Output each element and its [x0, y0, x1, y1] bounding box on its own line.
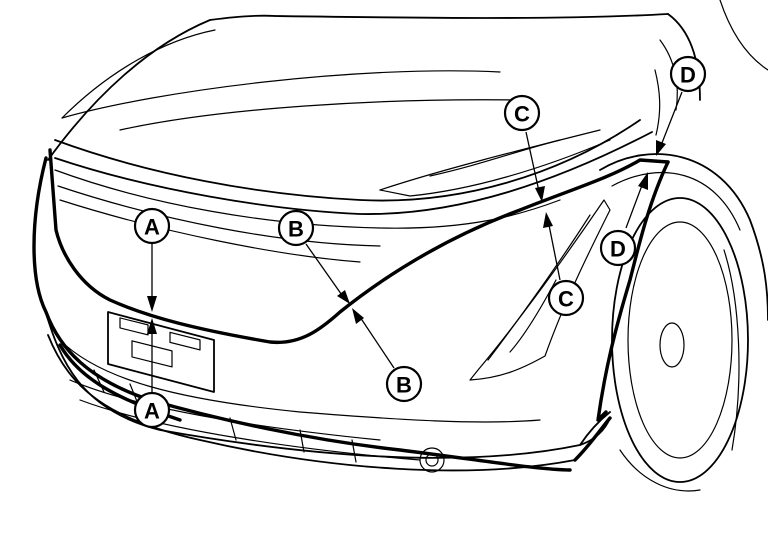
fender-edge-right — [596, 160, 670, 422]
callout-label: D — [610, 237, 626, 262]
callout-label: B — [396, 373, 412, 398]
callout-a-upper: A — [133, 207, 171, 312]
side-air-duct — [469, 199, 611, 381]
callout-c-lower: C — [543, 212, 585, 317]
callout-label: B — [288, 217, 304, 242]
front-wheel — [599, 153, 768, 492]
callout-label: A — [144, 399, 160, 424]
headlight — [379, 129, 611, 197]
hood-grille-edge — [48, 148, 670, 345]
callout-c-upper: C — [503, 94, 545, 202]
callout-label: C — [514, 102, 530, 127]
fender-lip — [573, 416, 612, 462]
callout-d-lower: D — [599, 172, 648, 267]
callouts: A A B B C — [133, 55, 707, 429]
callout-label: D — [680, 63, 696, 88]
callout-b-upper: B — [277, 209, 350, 304]
callout-label: A — [144, 215, 160, 240]
callout-a-lower: A — [133, 318, 171, 429]
license-plate — [107, 311, 215, 393]
callout-b-lower: B — [352, 308, 423, 403]
callout-label: C — [558, 287, 574, 312]
callout-d-upper: D — [656, 55, 707, 156]
